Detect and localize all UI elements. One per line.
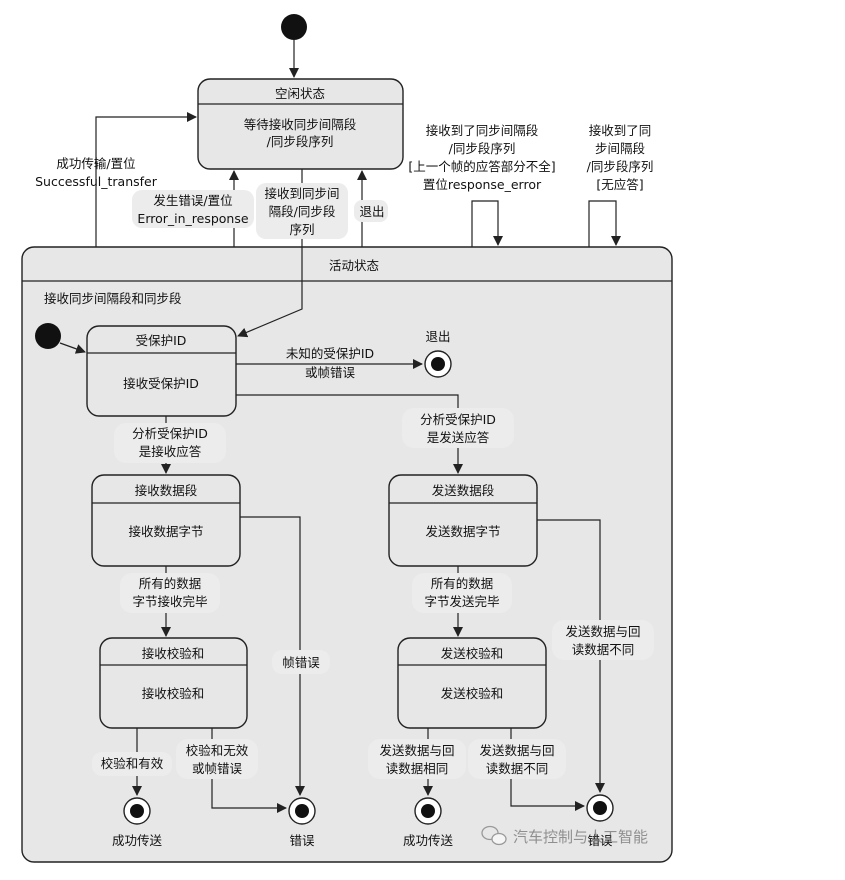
label-tx-complete: 所有的数据 字节发送完毕 (412, 573, 512, 613)
label-error-in-response: 发生错误/置位 Error_in_response (132, 190, 254, 228)
svg-text:Successful_transfer: Successful_transfer (35, 174, 158, 189)
self-loop-2-arrow (588, 200, 621, 247)
svg-text:或帧错误: 或帧错误 (192, 761, 243, 776)
label-tx-mismatch-2: 发送数据与回 读数据不同 (468, 739, 566, 779)
frame-error-arrow (240, 516, 305, 796)
svg-text:接收到同步间: 接收到同步间 (264, 186, 339, 201)
final-error-rx-label: 错误 (289, 833, 315, 848)
svg-text:帧错误: 帧错误 (282, 655, 320, 670)
final-node-exit: 退出 (424, 329, 452, 378)
tx-checksum-body: 发送校验和 (441, 686, 504, 701)
svg-text:读数据不同: 读数据不同 (486, 761, 549, 776)
rx-data-state: 接收数据段 接收数据字节 (91, 474, 241, 567)
svg-text:所有的数据: 所有的数据 (431, 576, 494, 591)
label-tx-mismatch-1: 发送数据与回 读数据不同 (552, 620, 654, 660)
svg-text:[无应答]: [无应答] (596, 177, 643, 192)
watermark: 汽车控制与人工智能 (481, 825, 648, 846)
svg-text:发送数据与回: 发送数据与回 (379, 743, 454, 758)
svg-text:步间隔段: 步间隔段 (595, 141, 645, 156)
label-analyze-send: 分析受保护ID 是发送应答 (402, 408, 514, 448)
svg-text:发送数据与回: 发送数据与回 (565, 624, 640, 639)
svg-text:成功传输/置位: 成功传输/置位 (56, 156, 135, 171)
tx-data-title: 发送数据段 (432, 483, 495, 498)
svg-text:校验和有效: 校验和有效 (101, 756, 164, 771)
svg-text:所有的数据: 所有的数据 (139, 576, 202, 591)
protected-id-state: 受保护ID 接收受保护ID (86, 325, 237, 417)
svg-text:分析受保护ID: 分析受保护ID (132, 426, 208, 441)
final-node-success-tx: 成功传送 (403, 797, 454, 848)
initial-node-top (281, 14, 307, 40)
rx-checksum-title: 接收校验和 (142, 646, 205, 661)
svg-text:是发送应答: 是发送应答 (427, 430, 490, 445)
label-tx-match: 发送数据与回 读数据相同 (368, 739, 466, 779)
final-success-rx-label: 成功传送 (112, 833, 163, 848)
svg-text:发送数据与回: 发送数据与回 (479, 743, 554, 758)
svg-text:退出: 退出 (359, 204, 384, 219)
watermark-text: 汽车控制与人工智能 (513, 828, 648, 846)
svg-text:读数据不同: 读数据不同 (572, 642, 635, 657)
svg-text:序列: 序列 (289, 222, 314, 237)
svg-text:[上一个帧的应答部分不全]: [上一个帧的应答部分不全] (408, 159, 555, 174)
rx-checksum-state: 接收校验和 接收校验和 (99, 637, 248, 729)
label-self-loop-1: 接收到了同步间隔段 /同步段序列 [上一个帧的应答部分不全] 置位respons… (408, 123, 555, 192)
final-node-error-tx: 错误 (586, 794, 614, 848)
label-frame-error: 帧错误 (272, 650, 330, 674)
active-region-label: 接收同步间隔段和同步段 (44, 291, 182, 306)
idle-state-body-line: 等待接收同步间隔段 (244, 117, 357, 132)
protected-id-body: 接收受保护ID (123, 376, 199, 391)
label-checksum-invalid: 校验和无效 或帧错误 (176, 739, 258, 779)
initial-node-inner (35, 323, 61, 349)
inner-initial-arrow (59, 342, 86, 354)
svg-text:字节接收完毕: 字节接收完毕 (132, 594, 207, 609)
svg-text:/同步段序列: /同步段序列 (587, 159, 654, 174)
final-success-tx-label: 成功传送 (403, 833, 454, 848)
svg-text:分析受保护ID: 分析受保护ID (420, 412, 496, 427)
label-exit: 退出 (354, 200, 388, 222)
svg-text:未知的受保护ID: 未知的受保护ID (286, 346, 374, 361)
svg-text:或帧错误: 或帧错误 (305, 365, 356, 380)
tx-checksum-title: 发送校验和 (441, 646, 504, 661)
svg-text:读数据相同: 读数据相同 (386, 761, 449, 776)
tx-data-state: 发送数据段 发送数据字节 (388, 474, 538, 567)
svg-text:字节发送完毕: 字节发送完毕 (424, 594, 499, 609)
label-rx-complete: 所有的数据 字节接收完毕 (120, 573, 220, 613)
label-success-transfer: 成功传输/置位 Successful_transfer (35, 156, 158, 189)
tx-data-body: 发送数据字节 (425, 524, 500, 539)
label-analyze-recv: 分析受保护ID 是接收应答 (114, 423, 226, 463)
final-error-tx-label: 错误 (587, 833, 613, 848)
label-recv-sync: 接收到同步间 隔段/同步段 序列 (256, 183, 348, 239)
svg-text:Error_in_response: Error_in_response (137, 211, 248, 226)
svg-text:接收到了同: 接收到了同 (589, 123, 652, 138)
final-node-error-rx: 错误 (288, 797, 316, 848)
final-node-success-rx: 成功传送 (112, 797, 163, 848)
rx-data-body: 接收数据字节 (128, 524, 203, 539)
svg-text:/同步段序列: /同步段序列 (449, 141, 516, 156)
idle-state-title: 空闲状态 (275, 86, 325, 101)
label-self-loop-2: 接收到了同 步间隔段 /同步段序列 [无应答] (587, 123, 654, 192)
success-transfer-arrow (95, 112, 197, 247)
rx-data-title: 接收数据段 (135, 483, 198, 498)
svg-text:接收到了同步间隔段: 接收到了同步间隔段 (426, 123, 539, 138)
wechat-icon (481, 825, 507, 846)
svg-text:隔段/同步段: 隔段/同步段 (269, 204, 336, 219)
tx-checksum-state: 发送校验和 发送校验和 (397, 637, 547, 729)
idle-state: 空闲状态 等待接收同步间隔段 /同步段序列 (197, 78, 404, 170)
self-loop-1-arrow (471, 200, 503, 247)
svg-text:是接收应答: 是接收应答 (139, 444, 202, 459)
svg-text:置位response_error: 置位response_error (423, 177, 542, 192)
rx-checksum-body: 接收校验和 (142, 686, 205, 701)
label-unknown-id: 未知的受保护ID 或帧错误 (286, 346, 374, 380)
final-exit-label: 退出 (425, 329, 450, 344)
svg-text:校验和无效: 校验和无效 (186, 743, 249, 758)
idle-state-body-line: /同步段序列 (267, 134, 334, 149)
active-state-title: 活动状态 (329, 258, 379, 273)
label-checksum-valid: 校验和有效 (92, 752, 172, 776)
protected-id-title: 受保护ID (136, 333, 187, 348)
svg-text:发生错误/置位: 发生错误/置位 (153, 193, 232, 208)
tx-mismatch-1-arrow (537, 519, 605, 793)
